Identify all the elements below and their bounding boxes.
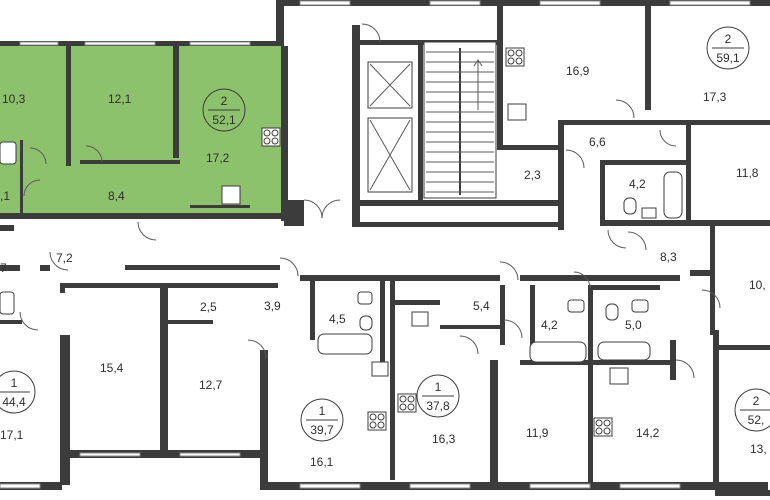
room-area-label: 17,2	[206, 151, 230, 165]
staircase	[423, 41, 497, 199]
room-area-label: 8,3	[660, 250, 677, 264]
stove-icon	[593, 417, 613, 437]
room-area-label: 12,7	[199, 378, 223, 392]
stove-icon	[261, 127, 281, 147]
apartment-badge[interactable]: 139,7	[300, 398, 344, 442]
room-labels: 10,3 12,1 17,2 8,4 ,1 7,2 7 2,5 15,4 12,…	[0, 64, 767, 469]
apartment-room-count: 1	[435, 380, 442, 394]
room-area-label: 2,3	[524, 168, 541, 182]
apartment-room-count: 2	[221, 94, 228, 108]
room-area-label: 5,0	[625, 318, 642, 332]
room-area-label: ,1	[0, 189, 10, 203]
room-area-label: 2,5	[200, 300, 217, 314]
apartment-total-area: 44,4	[2, 395, 26, 409]
room-area-label: 13,	[750, 442, 767, 456]
stove-icon	[397, 393, 417, 413]
stove-icon	[367, 411, 387, 431]
room-area-label: 5,4	[473, 299, 490, 313]
apartment-room-count: 2	[753, 394, 760, 408]
apartment-total-area: 52,1	[212, 113, 236, 127]
apartment-total-area: 39,7	[310, 423, 334, 437]
room-area-label: 8,4	[108, 189, 125, 203]
apartment-total-area: 59,1	[716, 51, 740, 65]
room-area-label: 17,3	[703, 90, 727, 104]
stove-icons	[261, 47, 613, 437]
room-area-label: 16,9	[566, 64, 590, 78]
room-area-label: 7,2	[56, 251, 73, 265]
apartment-badge[interactable]: 252,	[734, 388, 770, 432]
apartment-badge[interactable]: 144,4	[0, 370, 36, 414]
stove-icon	[505, 47, 525, 67]
apartment-badge[interactable]: 137,8	[416, 374, 460, 418]
room-area-label: 4,5	[329, 312, 346, 326]
room-area-label: 16,3	[432, 432, 456, 446]
room-area-label: 10,	[749, 278, 766, 292]
room-area-label: 12,1	[108, 92, 132, 106]
room-area-label: 4,2	[541, 318, 558, 332]
apartment-room-count: 2	[725, 32, 732, 46]
room-area-label: 7	[0, 261, 7, 275]
room-area-label: 4,2	[629, 177, 646, 191]
apartment-badge[interactable]: 259,1	[706, 26, 750, 70]
room-area-label: 10,3	[2, 92, 26, 106]
apartment-room-count: 1	[319, 404, 326, 418]
apartment-badge[interactable]: 252,1	[202, 88, 246, 132]
bathroom-fixtures	[0, 103, 683, 385]
room-area-label: 16,1	[310, 455, 334, 469]
windows	[0, 0, 751, 489]
room-area-label: 3,9	[264, 299, 281, 313]
apartment-total-area: 37,8	[426, 399, 450, 413]
doors	[19, 23, 721, 379]
elevator-shafts	[367, 61, 413, 193]
room-area-label: 6,6	[589, 135, 606, 149]
room-area-label: 17,1	[0, 428, 24, 442]
room-area-label: 11,9	[526, 426, 549, 440]
apartment-total-area: 52,	[748, 413, 765, 427]
apartment-room-count: 1	[11, 376, 18, 390]
room-area-label: 15,4	[100, 361, 124, 375]
room-area-label: 14,2	[636, 426, 660, 440]
room-area-label: 11,8	[736, 166, 759, 180]
